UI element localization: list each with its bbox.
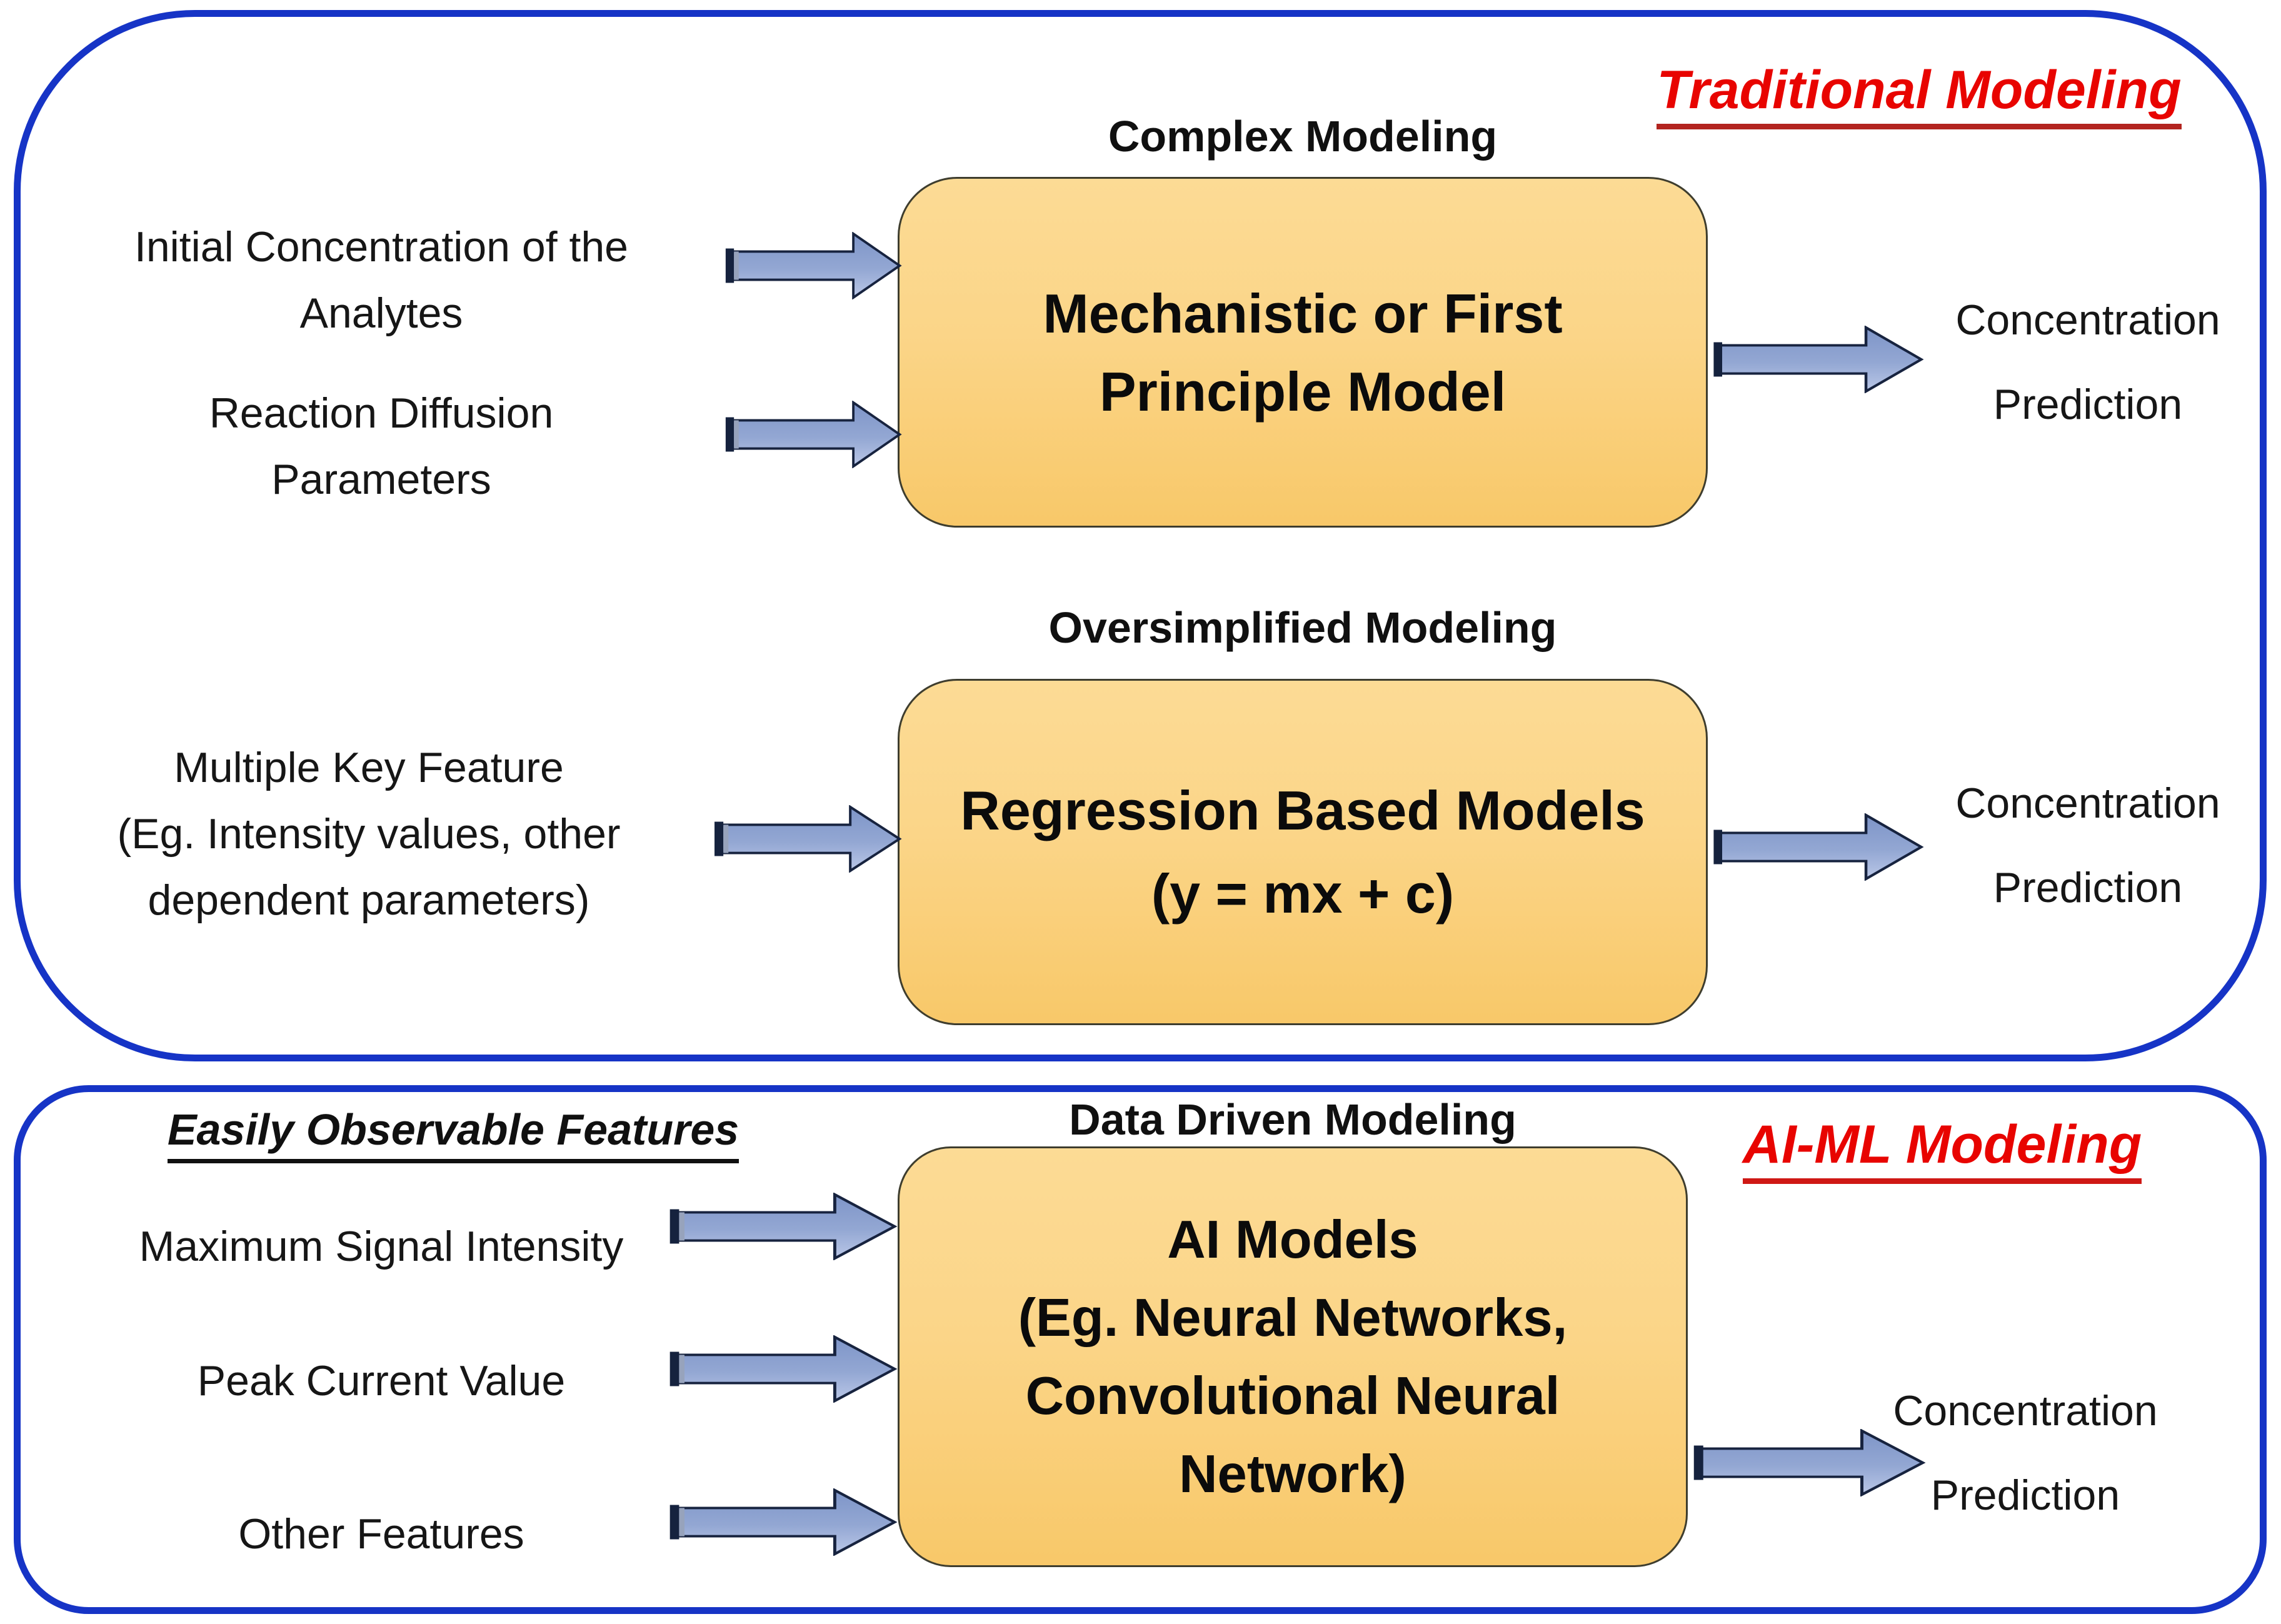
input-label-initial-concentration: Initial Concentration of the Analytes xyxy=(134,223,629,337)
output-label-concentration-1: Concentration Prediction xyxy=(1955,296,2220,428)
output-label-concentration-2: Concentration Prediction xyxy=(1955,779,2220,911)
right-arrow-output-2 xyxy=(1712,813,1924,881)
ai-models-box: AI Models (Eg. Neural Networks, Convolut… xyxy=(898,1146,1688,1567)
right-arrow-input-2 xyxy=(724,401,902,468)
complex-modeling-heading: Complex Modeling xyxy=(1108,112,1498,161)
right-arrow-feature-3 xyxy=(668,1488,898,1556)
aiml-modeling-panel xyxy=(14,1085,2267,1614)
right-arrow-output-3 xyxy=(1692,1429,1926,1496)
data-driven-modeling-heading: Data Driven Modeling xyxy=(1069,1095,1516,1144)
easily-observable-features-text: Easily Observable Features xyxy=(167,1105,739,1163)
output-label-concentration-3: Concentration Prediction xyxy=(1893,1387,2158,1519)
traditional-modeling-badge: Traditional Modeling xyxy=(1638,59,2200,129)
easily-observable-features-heading: Easily Observable Features xyxy=(94,1105,813,1163)
right-arrow-output-1 xyxy=(1712,326,1924,393)
aiml-modeling-badge: AI-ML Modeling xyxy=(1723,1114,2161,1184)
input-label-peak-current-value: Peak Current Value xyxy=(197,1357,566,1405)
input-label-multiple-key-feature: Multiple Key Feature (Eg. Intensity valu… xyxy=(117,744,621,924)
traditional-modeling-badge-text: Traditional Modeling xyxy=(1657,60,2182,129)
regression-model-box: Regression Based Models (y = mx + c) xyxy=(898,679,1708,1025)
oversimplified-modeling-heading: Oversimplified Modeling xyxy=(1048,603,1557,652)
aiml-modeling-badge-text: AI-ML Modeling xyxy=(1742,1115,2142,1184)
input-label-other-features: Other Features xyxy=(238,1510,524,1558)
input-label-maximum-signal-intensity: Maximum Signal Intensity xyxy=(139,1223,624,1270)
input-label-reaction-diffusion: Reaction Diffusion Parameters xyxy=(209,389,554,503)
right-arrow-input-1 xyxy=(724,232,902,299)
right-arrow-feature-2 xyxy=(668,1335,898,1403)
right-arrow-input-3 xyxy=(713,805,902,873)
right-arrow-feature-1 xyxy=(668,1193,898,1260)
traditional-modeling-panel xyxy=(14,10,2267,1061)
mechanistic-model-box: Mechanistic or First Principle Model xyxy=(898,177,1708,528)
